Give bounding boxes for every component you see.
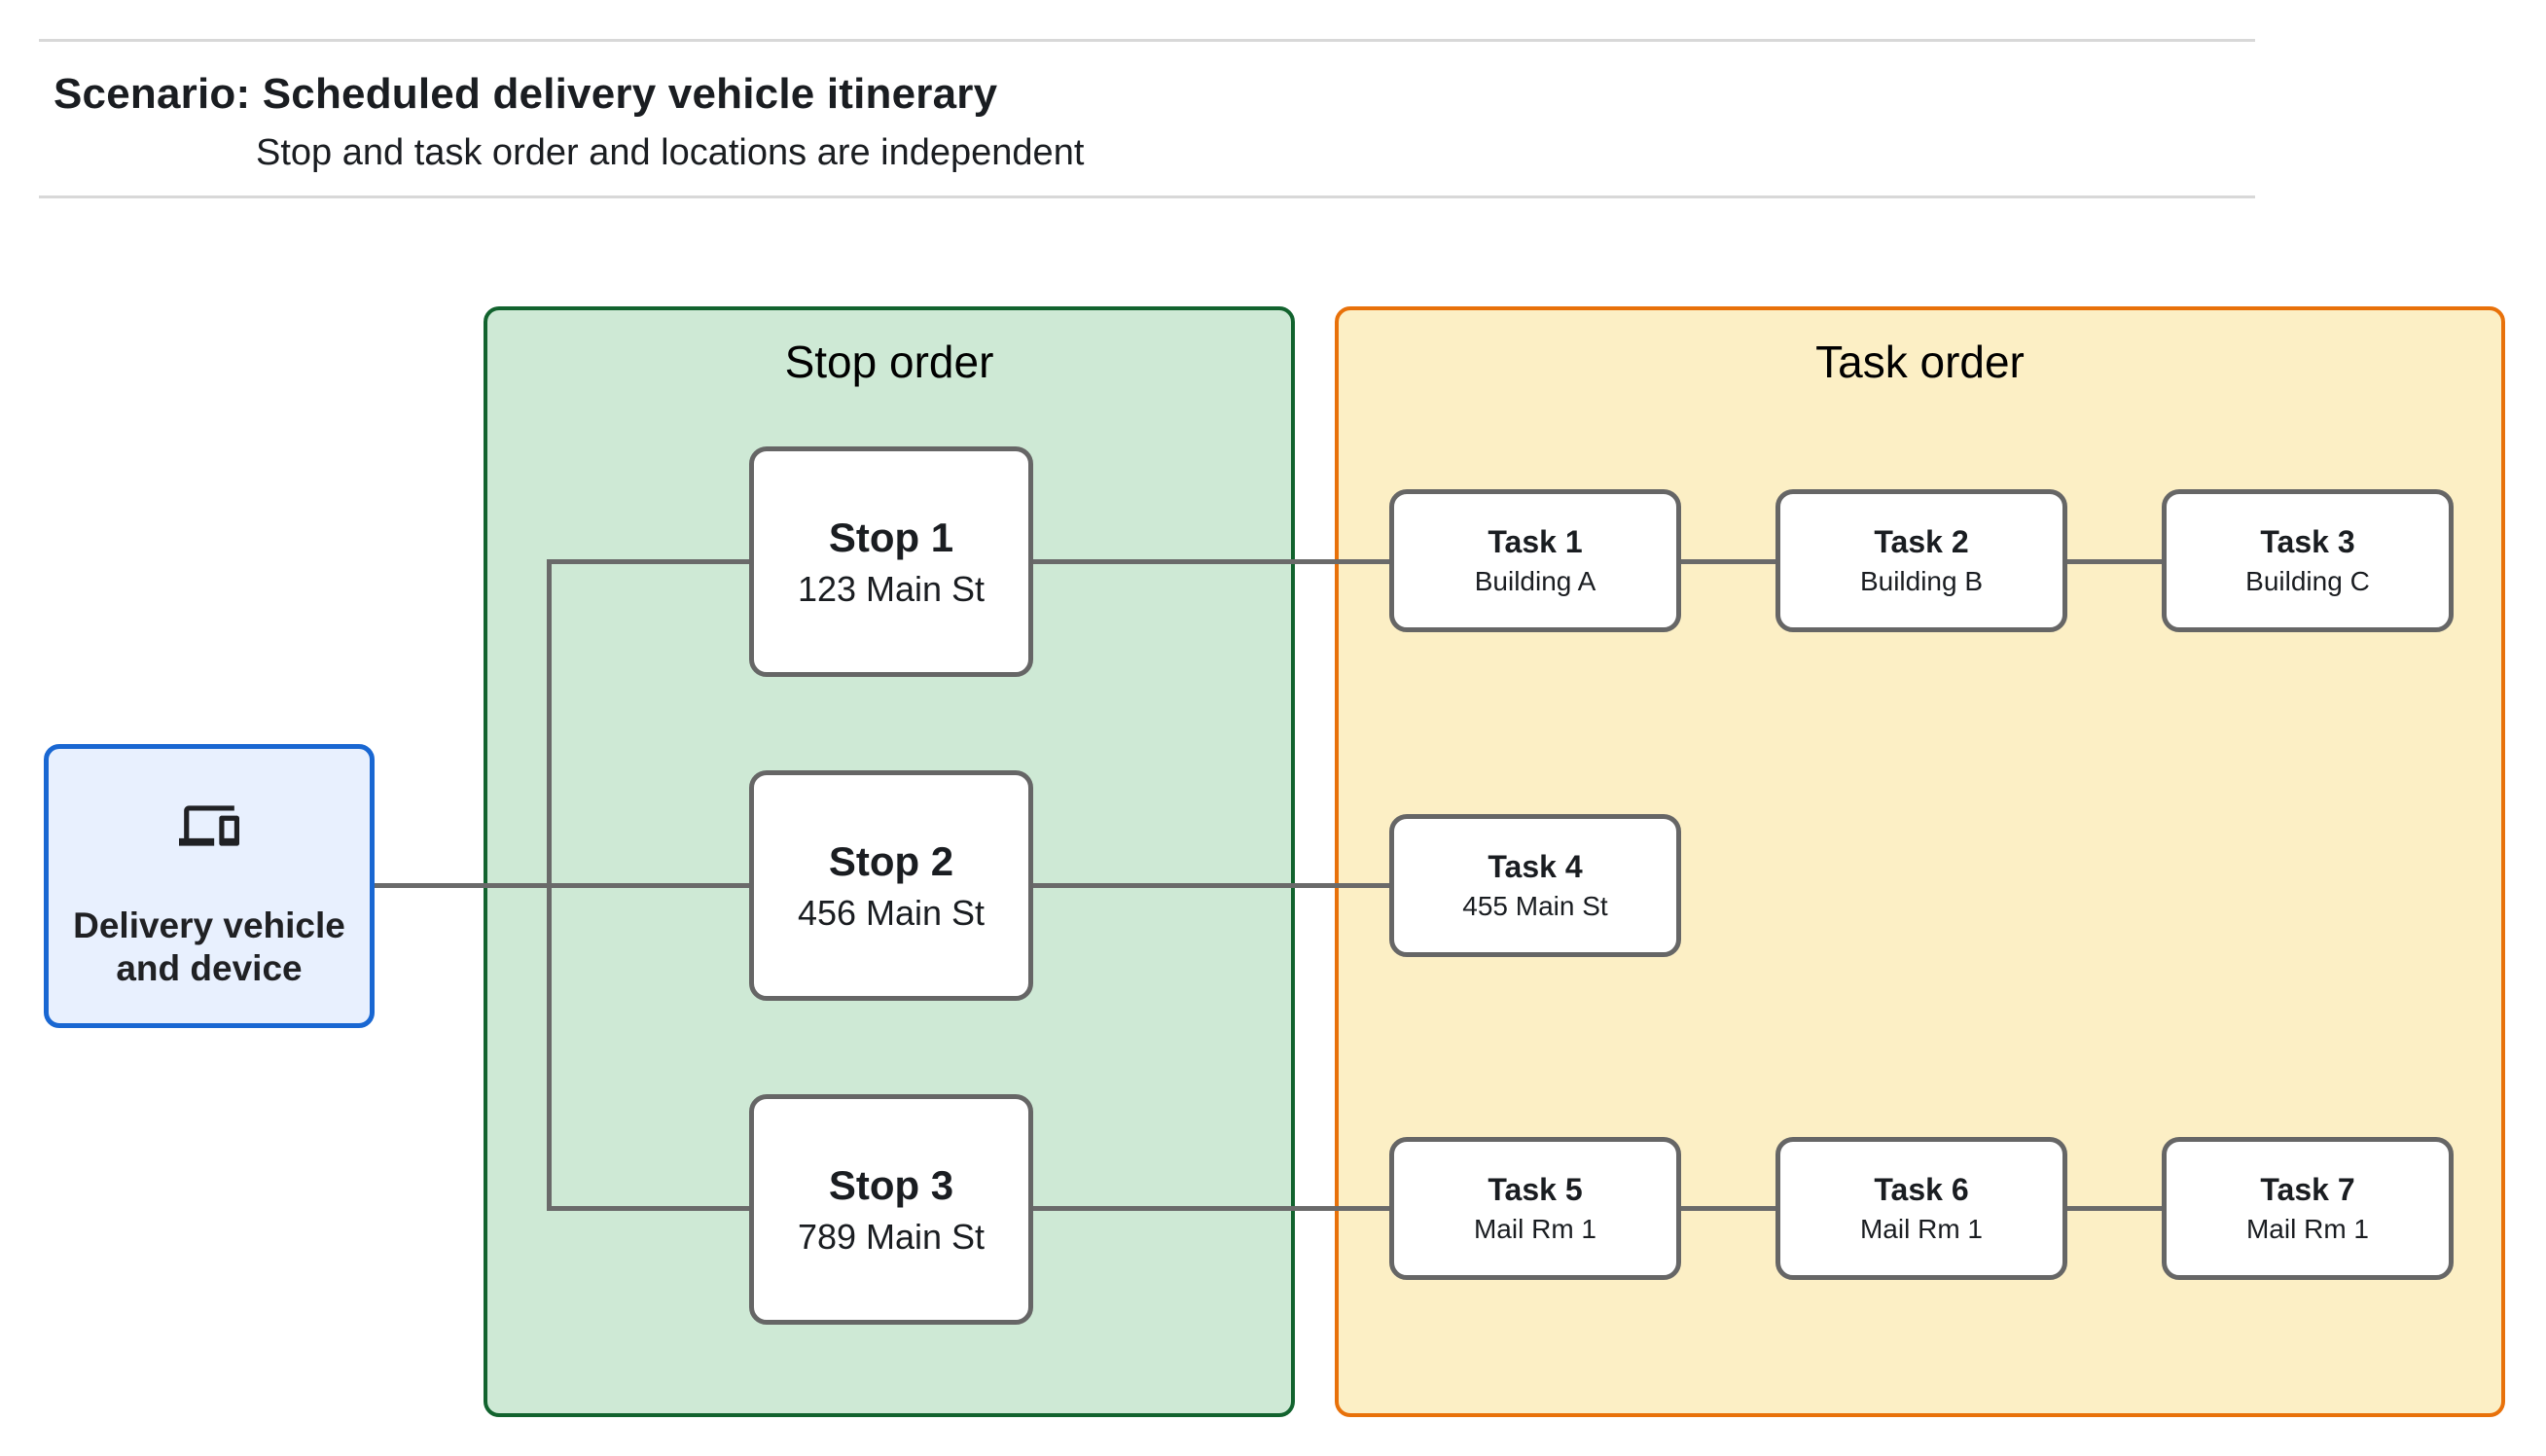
connector-branch-to-stop1 bbox=[547, 559, 749, 564]
stop-node-1: Stop 1 123 Main St bbox=[749, 446, 1033, 677]
stop-1-address: 123 Main St bbox=[797, 568, 986, 609]
task-node-3: Task 3 Building C bbox=[2162, 489, 2454, 632]
stop-node-3: Stop 3 789 Main St bbox=[749, 1094, 1033, 1325]
task-1-title: Task 1 bbox=[1488, 524, 1583, 559]
header-divider bbox=[39, 195, 2255, 198]
task-6-location: Mail Rm 1 bbox=[1859, 1214, 1983, 1244]
task-2-location: Building B bbox=[1859, 566, 1984, 596]
task-order-panel-title: Task order bbox=[1815, 337, 2025, 387]
task-5-title: Task 5 bbox=[1488, 1172, 1583, 1207]
connector-branch-vertical bbox=[547, 559, 552, 1211]
connector-task6-to-task7 bbox=[2065, 1206, 2162, 1211]
task-node-6: Task 6 Mail Rm 1 bbox=[1775, 1137, 2067, 1280]
delivery-vehicle-label-line2: and device bbox=[116, 947, 303, 988]
devices-icon bbox=[179, 805, 239, 846]
task-4-title: Task 4 bbox=[1488, 849, 1583, 884]
delivery-vehicle-label-line1: Delivery vehicle bbox=[73, 906, 345, 945]
task-3-title: Task 3 bbox=[2260, 524, 2355, 559]
connector-task1-to-task2 bbox=[1681, 559, 1775, 564]
task-node-2: Task 2 Building B bbox=[1775, 489, 2067, 632]
stop-1-title: Stop 1 bbox=[828, 514, 954, 560]
task-1-location: Building A bbox=[1474, 566, 1596, 596]
connector-stop1-to-task1 bbox=[1033, 559, 1389, 564]
stop-order-panel-title: Stop order bbox=[784, 337, 994, 387]
task-6-title: Task 6 bbox=[1874, 1172, 1969, 1207]
stop-2-address: 456 Main St bbox=[797, 892, 986, 933]
top-divider bbox=[39, 39, 2255, 42]
task-2-title: Task 2 bbox=[1874, 524, 1969, 559]
task-node-7: Task 7 Mail Rm 1 bbox=[2162, 1137, 2454, 1280]
task-node-4: Task 4 455 Main St bbox=[1389, 814, 1681, 957]
task-node-5: Task 5 Mail Rm 1 bbox=[1389, 1137, 1681, 1280]
stop-3-title: Stop 3 bbox=[828, 1161, 954, 1208]
page-subtitle: Stop and task order and locations are in… bbox=[256, 132, 1085, 173]
task-7-title: Task 7 bbox=[2260, 1172, 2355, 1207]
connector-task2-to-task3 bbox=[2065, 559, 2162, 564]
delivery-vehicle-label: Delivery vehicle and device bbox=[73, 905, 345, 989]
connector-task5-to-task6 bbox=[1681, 1206, 1775, 1211]
connector-stop3-to-task5 bbox=[1033, 1206, 1389, 1211]
stop-node-2: Stop 2 456 Main St bbox=[749, 770, 1033, 1001]
connector-branch-to-stop3 bbox=[547, 1206, 749, 1211]
task-3-location: Building C bbox=[2245, 566, 2370, 596]
task-node-1: Task 1 Building A bbox=[1389, 489, 1681, 632]
stop-3-address: 789 Main St bbox=[797, 1216, 986, 1257]
delivery-vehicle-node: Delivery vehicle and device bbox=[44, 744, 375, 1028]
connector-source-to-stop2 bbox=[375, 883, 749, 888]
task-7-location: Mail Rm 1 bbox=[2245, 1214, 2369, 1244]
connector-stop2-to-task4 bbox=[1033, 883, 1389, 888]
task-5-location: Mail Rm 1 bbox=[1473, 1214, 1596, 1244]
page-title: Scenario: Scheduled delivery vehicle iti… bbox=[54, 70, 998, 118]
task-4-location: 455 Main St bbox=[1462, 891, 1608, 921]
stop-2-title: Stop 2 bbox=[828, 837, 954, 884]
